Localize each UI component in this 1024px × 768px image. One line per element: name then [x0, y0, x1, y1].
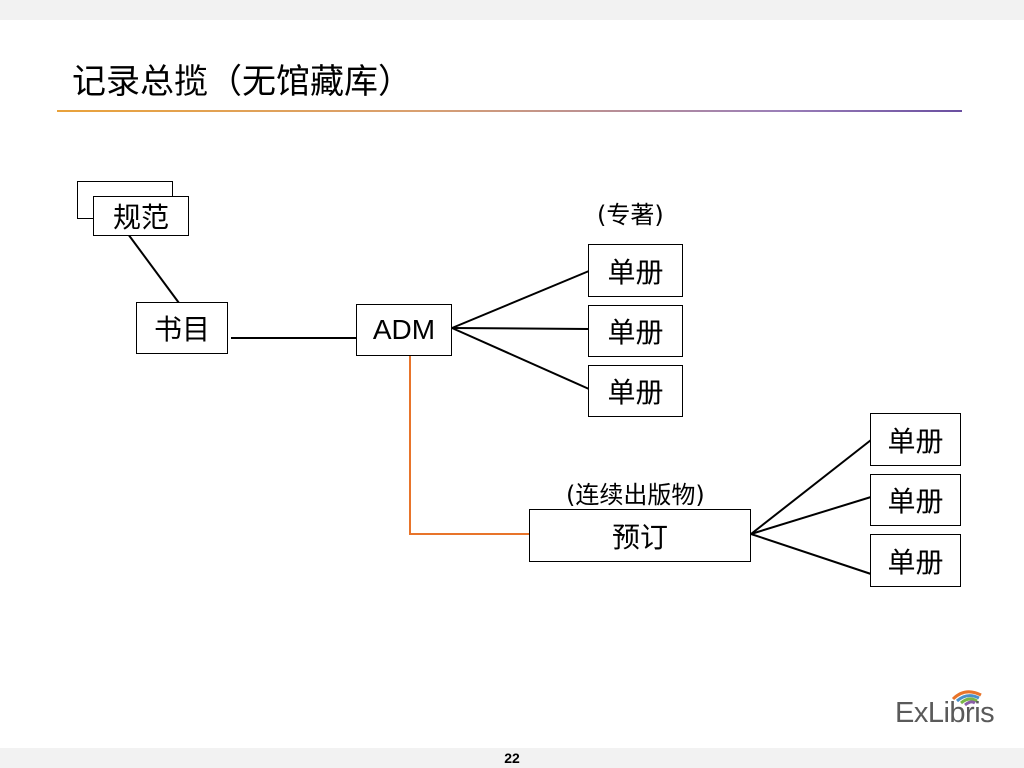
monograph-caption: (专著): [597, 201, 664, 229]
adm-box: ADM: [356, 304, 452, 356]
connector-authority-bib: [127, 233, 180, 304]
item-label: 单册: [607, 316, 664, 349]
exlibris-logo-text: ExLibris: [895, 697, 995, 729]
bib-box: 书目: [136, 302, 228, 354]
serial-caption: (连续出版物): [566, 481, 705, 509]
title-divider: [57, 110, 962, 112]
item-label: 单册: [887, 485, 944, 518]
connector-subscription-item-2: [750, 496, 872, 535]
connector-adm-item-3: [451, 327, 590, 390]
item-label: 单册: [607, 255, 664, 289]
slide-title: 记录总揽（无馆藏库）: [72, 62, 412, 102]
monograph-item-2: 单册: [588, 305, 683, 357]
serial-item-2: 单册: [870, 474, 961, 526]
connector-adm-item-1: [451, 270, 590, 329]
serial-item-1: 单册: [870, 413, 961, 466]
monograph-item-1: 单册: [588, 244, 683, 297]
item-label: 单册: [887, 545, 944, 579]
connector-subscription-item-3: [750, 533, 872, 575]
monograph-item-3: 单册: [588, 365, 683, 417]
top-band: [0, 0, 1024, 20]
connector-adm-item-2: [451, 327, 590, 330]
connector-adm-subscription: [409, 356, 530, 535]
item-label: 单册: [887, 424, 944, 458]
serial-item-3: 单册: [870, 534, 961, 587]
subscription-box: 预订: [529, 509, 751, 562]
connector-subscription-item-1: [750, 439, 872, 535]
authority-label: 规范: [112, 201, 169, 234]
adm-label: ADM: [372, 314, 436, 345]
item-label: 单册: [607, 376, 664, 409]
bib-label: 书目: [153, 313, 210, 346]
page-number: 22: [504, 750, 520, 766]
subscription-label: 预订: [611, 520, 668, 554]
bottom-band: [0, 748, 1024, 768]
exlibris-book-arc-icon: [951, 690, 982, 707]
authority-box: 规范: [93, 196, 189, 236]
exlibris-logo: ExLibris: [895, 685, 1007, 733]
